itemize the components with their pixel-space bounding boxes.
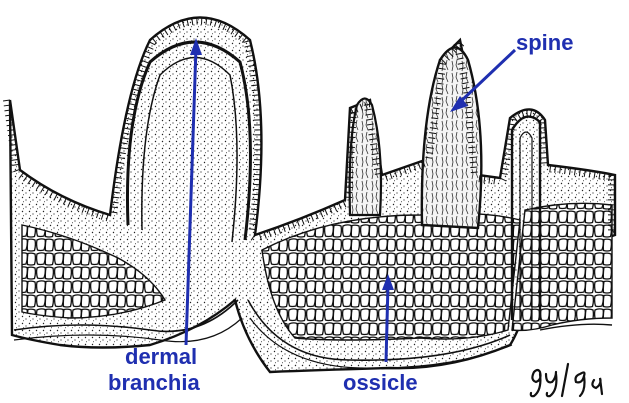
cilium <box>253 189 260 190</box>
right-tissue <box>512 203 612 330</box>
cilium <box>466 117 473 118</box>
cilium <box>469 152 476 153</box>
ossicle-label: ossicle <box>343 370 418 396</box>
cilium <box>468 147 475 148</box>
cilium <box>467 137 474 138</box>
branchia-label: branchia <box>108 370 200 396</box>
ossicle-pointer <box>386 284 388 362</box>
cilium <box>251 204 258 205</box>
cilium <box>467 127 474 128</box>
cilium <box>466 122 473 123</box>
cilium <box>470 162 477 163</box>
cilium <box>252 95 259 96</box>
cilium <box>253 100 260 101</box>
cilium <box>468 142 475 143</box>
cilium <box>469 157 476 158</box>
cilium <box>253 105 260 106</box>
cilium <box>527 110 528 117</box>
small-spine <box>350 99 381 216</box>
cilium <box>465 112 472 113</box>
spine-label: spine <box>516 30 573 56</box>
cilium <box>470 167 477 168</box>
cilium <box>465 107 472 108</box>
cilium <box>252 199 259 200</box>
cilium <box>252 194 259 195</box>
cilium <box>471 172 478 173</box>
cilium <box>467 132 474 133</box>
artist-signature <box>528 360 624 400</box>
dermal-label: dermal <box>125 344 197 370</box>
cilium <box>251 209 258 210</box>
